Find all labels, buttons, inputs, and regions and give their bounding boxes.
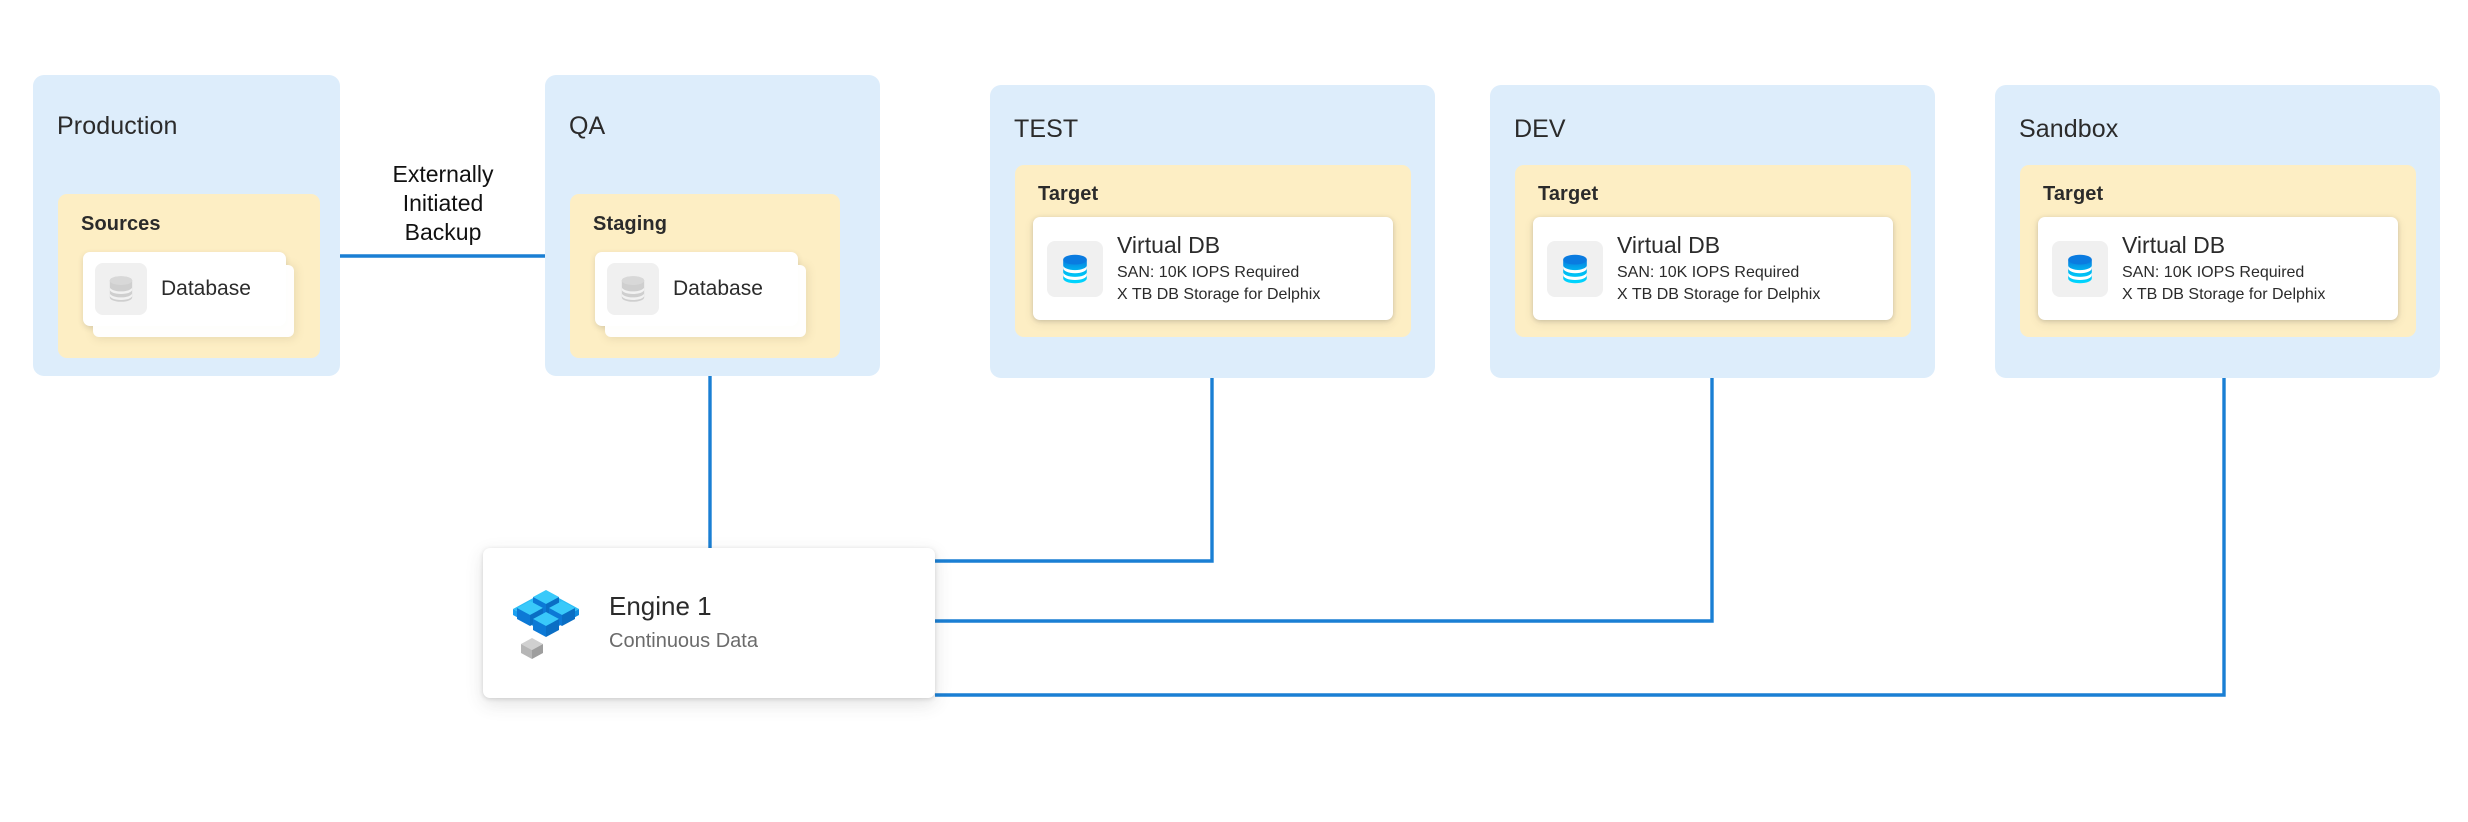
group-title-target-sandbox: Target [2043,183,2104,205]
database-cylinder-icon [607,263,659,315]
node-title-database-qa: Database [673,276,763,300]
node-title-virtual-db-test: Virtual DB [1117,231,1221,258]
node-detail-iops-test: SAN: 10K IOPS Required [1117,264,1300,282]
environment-panel-production: Production Sources Database [33,75,340,376]
backup-connector-label: Externally Initiated Backup [392,161,494,245]
environment-title-production: Production [57,112,178,140]
environment-panel-test: TEST Target [990,85,1435,378]
group-box-target-sandbox: Target Virtual DB SAN: 10K IOPS Required… [2020,165,2416,337]
database-cylinder-icon [95,263,147,315]
node-card-virtual-db-test[interactable]: Virtual DB SAN: 10K IOPS Required X TB D… [1033,217,1393,320]
virtual-db-icon [1047,240,1103,297]
environment-panel-sandbox: Sandbox Target Virtual DB SAN: 10K IOPS … [1995,85,2440,378]
node-title-virtual-db-dev: Virtual DB [1617,231,1721,258]
virtual-db-icon [2052,240,2108,297]
group-title-sources: Sources [81,213,161,235]
environment-panel-dev: DEV Target Virtual DB SAN: 10K IOPS Requ… [1490,85,1935,378]
node-title-database-production: Database [161,276,251,300]
group-box-sources: Sources Database [58,194,320,358]
group-title-target-dev: Target [1538,183,1599,205]
node-title-virtual-db-sandbox: Virtual DB [2122,231,2226,258]
node-title-engine: Engine 1 [609,591,712,622]
group-box-staging: Staging Database [570,194,840,358]
environment-title-dev: DEV [1514,115,1566,143]
node-subtitle-engine: Continuous Data [609,629,758,652]
connector-engine-to-dev [935,337,1717,623]
environment-title-qa: QA [569,112,606,140]
group-title-staging: Staging [593,213,668,235]
node-detail-iops-sandbox: SAN: 10K IOPS Required [2122,264,2305,282]
node-detail-storage-dev: X TB DB Storage for Delphix [1617,285,1821,303]
group-box-target-test: Target [1015,165,1411,337]
environment-panel-qa: QA Staging Database [545,75,880,376]
engine-cubes-icon [509,584,583,662]
node-detail-storage-sandbox: X TB DB Storage for Delphix [2122,285,2326,303]
node-card-database-production[interactable]: Database [83,252,286,326]
node-card-database-qa[interactable]: Database [595,252,798,326]
group-title-target-test: Target [1038,183,1099,205]
node-card-engine[interactable]: Engine 1 Continuous Data [483,548,935,698]
node-card-virtual-db-dev[interactable]: Virtual DB SAN: 10K IOPS Required X TB D… [1533,217,1893,320]
node-detail-iops-dev: SAN: 10K IOPS Required [1617,264,1800,282]
node-card-virtual-db-sandbox[interactable]: Virtual DB SAN: 10K IOPS Required X TB D… [2038,217,2398,320]
connector-engine-to-sandbox [935,337,2229,697]
node-detail-storage-test: X TB DB Storage for Delphix [1117,285,1321,303]
group-box-target-dev: Target Virtual DB SAN: 10K IOPS Required… [1515,165,1911,337]
environment-title-sandbox: Sandbox [2019,115,2119,143]
environment-title-test: TEST [1014,115,1079,143]
virtual-db-icon [1547,240,1603,297]
